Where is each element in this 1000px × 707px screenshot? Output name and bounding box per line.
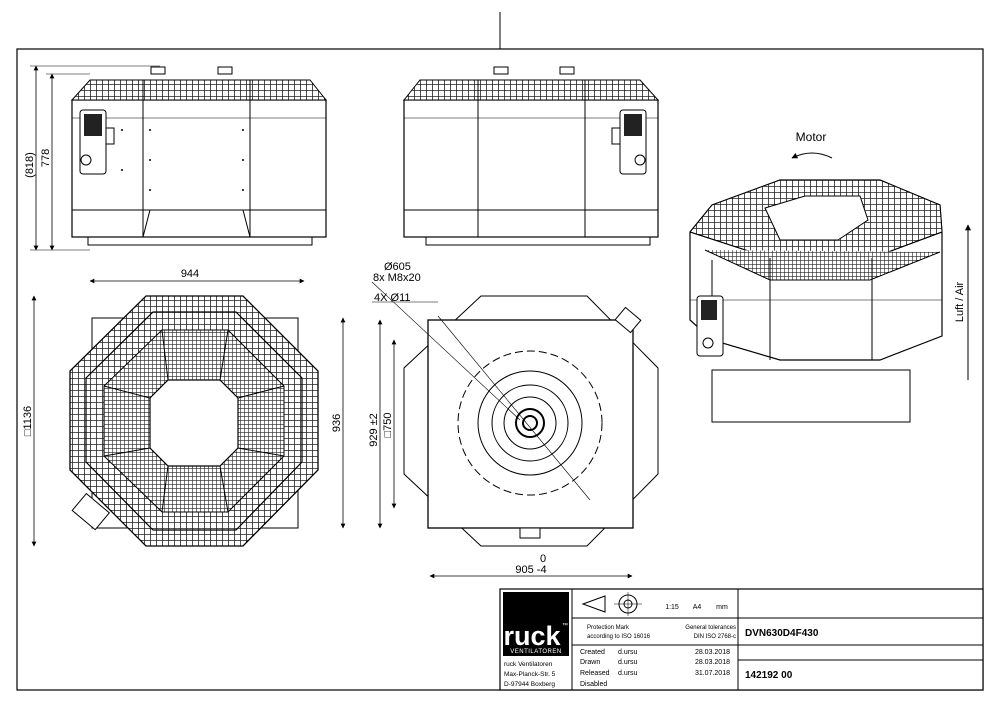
dim-square-outer: □1136 (22, 406, 34, 436)
tolerances-line-2: DIN ISO 2768-c (694, 634, 736, 640)
tolerances-line-1: General tolerances (685, 625, 736, 631)
motor-label: Motor (796, 130, 827, 144)
dim-base-height: 929 ±2 (368, 413, 380, 447)
rear-elevation-view (402, 66, 660, 246)
dim-base-width: 905 -4 (515, 564, 546, 576)
row-drawn-label: Drawn (580, 659, 600, 666)
title-block (499, 588, 984, 691)
company-line-3: D-97944 Boxberg (504, 681, 555, 688)
company-line-1: ruck Ventilatoren (504, 661, 553, 668)
row-released-date: 31.07.2018 (695, 670, 730, 677)
row-created-label: Created (580, 649, 605, 656)
scale-value: 1:15 (665, 604, 679, 611)
logo-text: ruck (503, 621, 561, 651)
dim-height: 778 (40, 149, 52, 167)
dim-base-square: □750 (382, 413, 394, 438)
row-released-user: d.ursu (618, 670, 638, 677)
dim-bolts: 8x M8x20 (373, 272, 421, 284)
logo-subtitle: VENTILATOREN (510, 649, 561, 655)
product-code: DVN630D4F430 (745, 628, 819, 639)
drawing-number: 142192 00 (745, 670, 793, 681)
dim-base-zero: 0 (540, 553, 546, 565)
row-disabled-label: Disabled (580, 681, 607, 688)
airflow-label: Luft / Air (954, 281, 966, 322)
protection-mark-line-2: according to ISO 16016 (587, 634, 651, 640)
dim-depth-right: 936 (331, 414, 343, 432)
dim-width-top: 944 (181, 268, 199, 280)
dim-holes: 4X Ø11 (374, 292, 411, 304)
paper-size: A4 (693, 604, 702, 611)
base-view (371, 281, 659, 579)
dim-flange-dia: Ø605 (384, 261, 411, 273)
row-drawn-date: 28.03.2018 (695, 659, 730, 666)
logo-box (503, 592, 569, 656)
row-created-date: 28.03.2018 (695, 649, 730, 656)
row-created-user: d.ursu (618, 649, 638, 656)
projection-symbol-icon (581, 595, 606, 613)
dim-height-ref: (818) (24, 152, 36, 178)
row-released-label: Released (580, 670, 610, 677)
logo-tm: ™ (562, 622, 568, 629)
top-view (31, 278, 346, 547)
company-line-2: Max-Planck-Str. 5 (504, 671, 556, 678)
units-value: mm (716, 604, 728, 611)
protection-mark-line-1: Protection Mark (587, 625, 630, 631)
isometric-view (689, 152, 971, 423)
front-elevation-view (30, 65, 328, 251)
row-drawn-user: d.ursu (618, 659, 638, 666)
